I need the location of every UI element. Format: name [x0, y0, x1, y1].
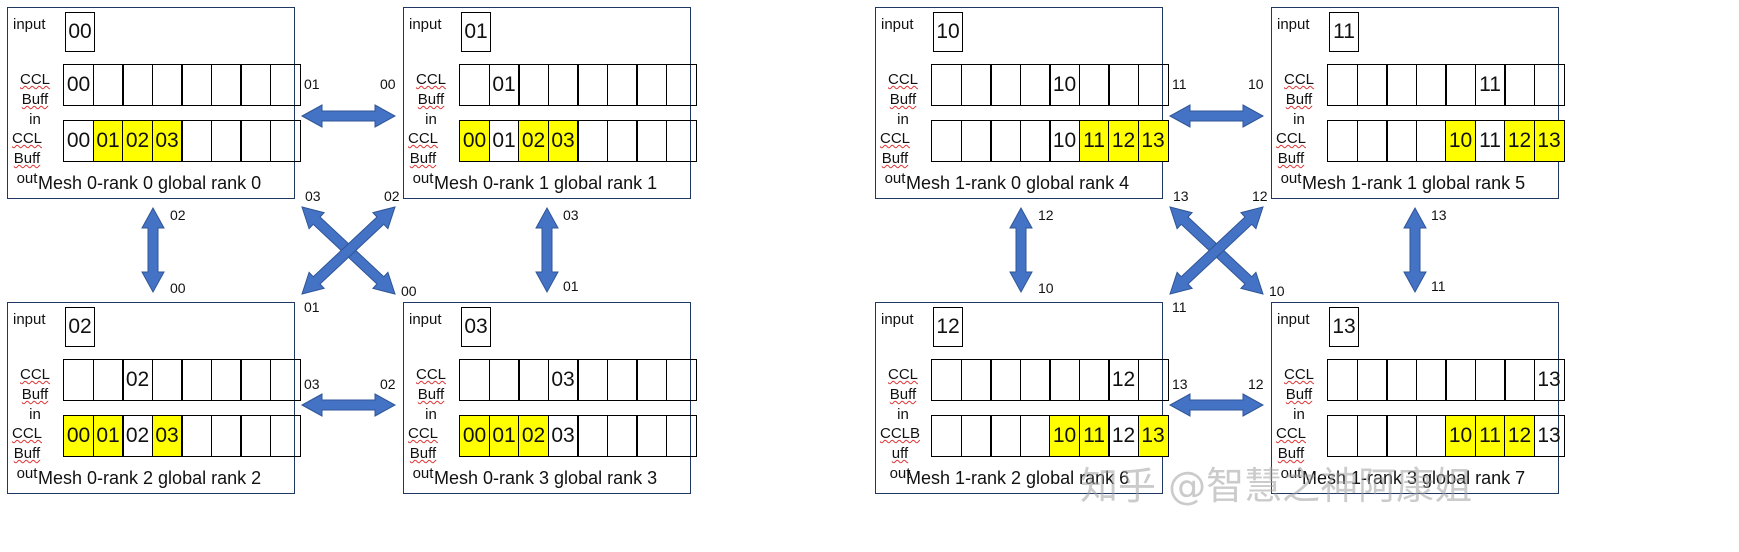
arrow-top-horizontal	[300, 104, 397, 128]
arrow-top-horizontal	[1168, 104, 1265, 128]
arrow-left-vertical	[141, 206, 165, 294]
arrow-bottom-horizontal	[300, 393, 397, 417]
arrow-bottom-horizontal	[1168, 393, 1265, 417]
arrow-diagonal-b	[1169, 206, 1264, 295]
arrow-right-vertical	[535, 206, 559, 294]
arrow-right-vertical	[1403, 206, 1427, 294]
arrow-diagonal-b	[301, 206, 396, 295]
arrow-left-vertical	[1009, 206, 1033, 294]
watermark: 知乎 @智慧之神阿康姐	[1080, 464, 1473, 508]
